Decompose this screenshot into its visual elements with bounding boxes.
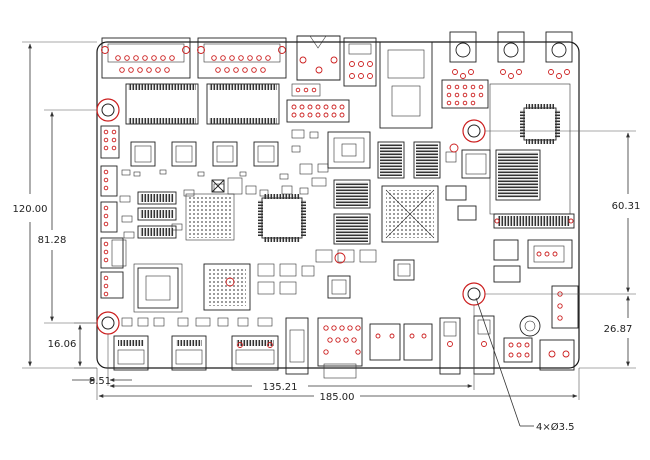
bottom-small-row (121, 317, 273, 327)
bottom-right-parts (503, 337, 575, 371)
memory-chip-1 (125, 83, 199, 125)
dim-label-hole-to-bottom-right: 26.87 (604, 324, 633, 335)
dim-label-hole-span-right: 60.31 (612, 201, 641, 212)
small-components (119, 129, 329, 239)
dim-label-hole-callout: 4×Ø3.5 (536, 421, 575, 433)
memory-chips-right (377, 141, 441, 179)
bottom-ribbon-3 (231, 335, 279, 371)
ic-row-small (130, 141, 279, 167)
dim-hole-to-bottom-left: 16.06 (48, 322, 97, 369)
sim-card-slot (379, 41, 433, 129)
dim-label-hole-to-left: 8.51 (89, 376, 111, 387)
lower-center-parts (257, 249, 377, 295)
dim-label-hole-to-bottom-left: 16.06 (48, 339, 77, 350)
top-db-connector-left (101, 37, 191, 79)
dim-label-height-total: 120.00 (13, 204, 48, 215)
round-pads-cluster (334, 143, 459, 264)
top-audio-jacks (343, 37, 377, 87)
bottom-tall-jacks (439, 315, 495, 375)
lower-center-chip (327, 259, 415, 299)
dim-hole-callout: 4×Ø3.5 (475, 297, 575, 433)
stacked-modules (333, 179, 371, 245)
bga-soc-center (381, 185, 439, 243)
bottom-usb-connector (285, 317, 309, 375)
left-header-3 (100, 201, 118, 233)
left-header-4 (100, 237, 127, 269)
top-power-jack (296, 35, 341, 81)
header-connector-top (286, 83, 350, 123)
cross-component (211, 179, 225, 193)
dim-hole-span-left: 81.28 (38, 109, 97, 324)
top-rf-connectors (449, 31, 573, 79)
dim-label-hole-span-left: 81.28 (38, 235, 67, 246)
bottom-ribbon-1 (113, 335, 149, 371)
right-module-frame (489, 83, 571, 215)
right-misc-parts (493, 239, 573, 283)
bottom-rect-connectors (369, 323, 433, 361)
top-db-connector-right (197, 37, 287, 79)
dim-hole-to-left: 8.51 (72, 334, 132, 387)
right-header-top (441, 79, 489, 109)
dim-hole-span-right: 60.31 (485, 130, 641, 295)
memory-chip-2 (206, 83, 280, 125)
dim-label-width-total: 185.00 (320, 392, 355, 403)
center-chip-square (327, 131, 371, 169)
main-processor (258, 194, 306, 242)
bga-grid-left (185, 193, 235, 241)
dim-width-total: 185.00 (96, 368, 580, 403)
left-header-1 (100, 125, 120, 159)
dim-hole-span-bottom: 135.21 (109, 305, 475, 393)
bottom-rj45-connector (317, 317, 363, 379)
lower-center-bga (203, 263, 251, 311)
left-header-2 (100, 165, 118, 197)
dim-height-total: 120.00 (13, 41, 97, 369)
left-header-5 (100, 271, 124, 299)
bottom-ribbon-2 (171, 335, 207, 371)
lower-left-chip (133, 263, 183, 313)
m2-slot (493, 213, 575, 229)
right-qfp-chip (520, 104, 560, 144)
dim-hole-to-bottom-right: 26.87 (579, 295, 636, 369)
ribbon-connectors-left (137, 191, 177, 239)
dim-label-hole-span-bottom: 135.21 (263, 382, 298, 393)
